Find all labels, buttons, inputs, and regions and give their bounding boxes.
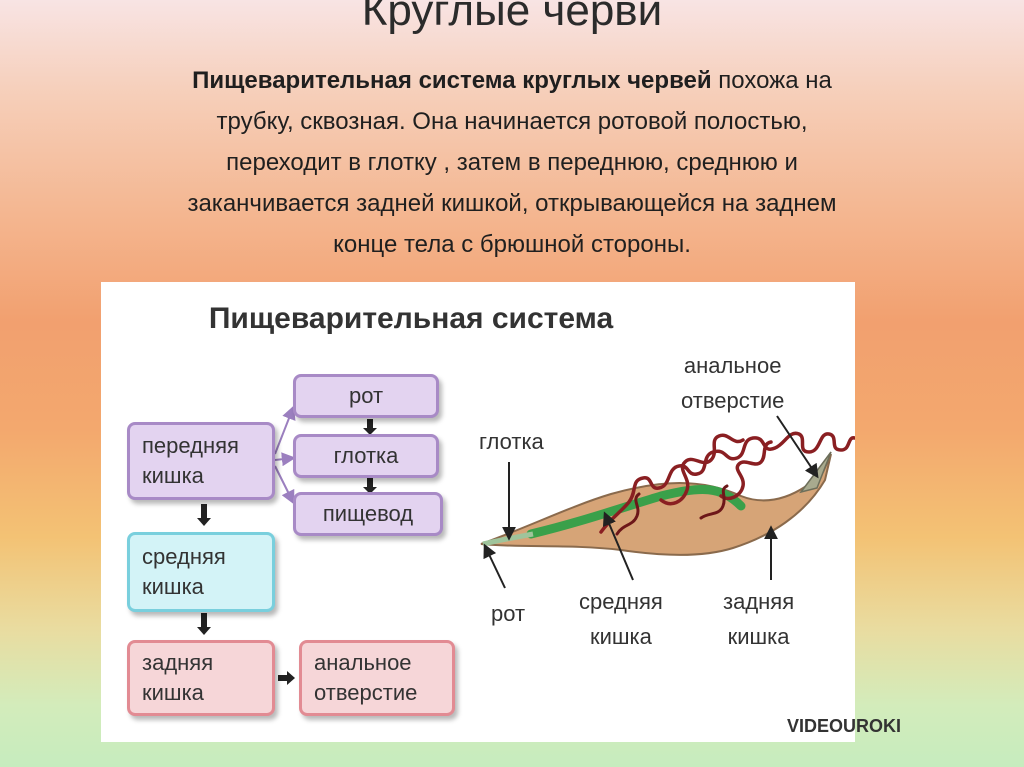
arrow-front-to-esophagus (274, 465, 295, 505)
box-front-intestine: передняя кишка (127, 422, 275, 500)
worm-reproductive-system (599, 431, 855, 534)
worm-intestine (526, 484, 746, 539)
arrow-mouth-pharynx-stem (367, 419, 373, 428)
diagram-panel: Пищеварительная система (101, 282, 901, 742)
worm-label-rear-intestine-line-1: задняя (723, 589, 795, 614)
worm-label-rear-intestine-line-2: кишка (727, 624, 790, 649)
worm-label-anus-line-2: отверстие (681, 388, 785, 413)
videouroki-logo: VIDEOUROKI (787, 716, 902, 736)
intro-line-2: трубку, сквозная. Она начинается ротовой… (216, 108, 808, 135)
box-anus-line-1: анальное (314, 650, 412, 675)
box-esophagus: пищевод (293, 492, 443, 536)
arrow-mouth-pharynx-head (363, 428, 377, 435)
box-middle-intestine-line-2: кишка (142, 574, 204, 599)
intro-line-1: Пищеварительная система круглых червей п… (70, 60, 954, 101)
box-mouth-label: рот (348, 383, 384, 408)
intro-bold: Пищеварительная система круглых червей (192, 67, 712, 94)
arrow-middle-rear-stem (201, 613, 207, 627)
box-middle-intestine: средняя кишка (127, 532, 275, 612)
box-anus: анальное отверстие (299, 640, 455, 716)
worm-label-anus: анальное отверстие (681, 348, 784, 418)
panel-title: Пищеварительная система (208, 302, 614, 335)
intro-text: Пищеварительная система круглых червей п… (70, 60, 954, 265)
arrow-middle-rear-head (197, 627, 211, 635)
arrow-front-middle-head (197, 518, 211, 526)
box-anus-line-2: отверстие (314, 680, 418, 705)
worm-label-middle-intestine-line-2: кишка (589, 624, 652, 649)
worm-label-pharynx: глотка (479, 429, 544, 454)
worm-reproductive-loop (615, 484, 729, 536)
pointer-middle-intestine (602, 511, 634, 581)
intro-line-4: заканчивается задней кишкой, открывающей… (187, 190, 837, 217)
arrow-pharynx-esophagus-head (363, 487, 377, 494)
slide-title: Круглые черви (361, 0, 663, 35)
arrow-pharynx-esophagus-stem (367, 478, 373, 487)
box-mouth: рот (293, 374, 439, 418)
pointer-anus (776, 415, 819, 479)
intro-line-5: конце тела с брюшной стороны. (333, 231, 691, 258)
arrow-front-to-mouth (274, 405, 296, 455)
box-rear-intestine-line-2: кишка (142, 680, 204, 705)
box-rear-intestine: задняя кишка (127, 640, 275, 716)
box-esophagus-label: пищевод (322, 501, 414, 526)
arrow-rear-anus-stem (278, 675, 287, 681)
intro-line-3: переходит в глотку , затем в переднюю, с… (226, 149, 798, 176)
worm-label-middle-intestine: средняя кишка (579, 584, 663, 654)
arrow-rear-anus-head (287, 671, 295, 685)
worm-label-anus-line-1: анальное (683, 353, 782, 378)
box-pharynx: глотка (293, 434, 439, 478)
box-front-intestine-line-2: кишка (142, 463, 204, 488)
box-front-intestine-line-1: передняя (142, 433, 239, 458)
worm-label-mouth: рот (491, 601, 526, 626)
worm-body (480, 453, 832, 556)
pointer-mouth (483, 543, 506, 589)
diagram-graphics (197, 405, 855, 685)
worm-label-middle-intestine-line-1: средняя (579, 589, 663, 614)
box-middle-intestine-line-1: средняя (142, 544, 226, 569)
worm-label-rear-intestine: задняя кишка (723, 584, 794, 654)
intro-line-1-rest: похожа на (711, 67, 832, 94)
arrow-front-middle-stem (201, 504, 207, 518)
box-rear-intestine-line-1: задняя (142, 650, 214, 675)
box-pharynx-label: глотка (333, 443, 399, 468)
arrow-front-to-pharynx (274, 452, 296, 467)
